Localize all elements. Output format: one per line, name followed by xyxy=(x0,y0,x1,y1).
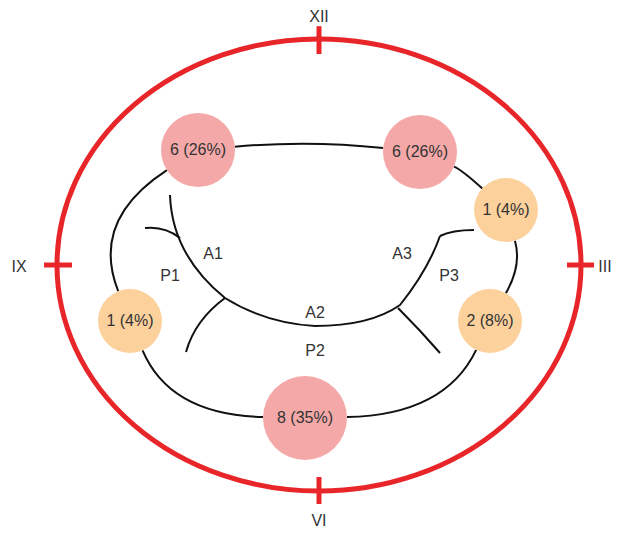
annulus-segment xyxy=(347,350,476,417)
clock-ring xyxy=(57,39,581,491)
count-text: 1 (4%) xyxy=(106,312,153,330)
scallop-line xyxy=(398,308,440,353)
count-text: 6 (26%) xyxy=(392,143,448,161)
annulus-segment xyxy=(454,167,482,189)
clock-label: III xyxy=(596,258,613,276)
scallop-label: P1 xyxy=(158,267,182,285)
count-circle: 6 (26%) xyxy=(161,113,235,187)
annulus-segment xyxy=(143,350,263,417)
count-circle: 6 (26%) xyxy=(383,115,457,189)
clock-tick xyxy=(317,477,322,504)
clock-tick xyxy=(44,263,72,268)
count-text: 8 (35%) xyxy=(277,409,333,427)
clock-label: IX xyxy=(9,258,28,276)
scallop-label: P3 xyxy=(437,267,461,285)
count-circle: 1 (4%) xyxy=(474,178,538,242)
scallop-line xyxy=(145,228,180,238)
count-circle: 8 (35%) xyxy=(263,376,347,460)
count-circle: 2 (8%) xyxy=(458,289,522,353)
scallop-label: A1 xyxy=(201,245,225,263)
annulus-segment xyxy=(235,144,383,148)
scallop-line xyxy=(186,298,225,352)
count-text: 2 (8%) xyxy=(466,312,513,330)
count-text: 1 (4%) xyxy=(482,201,529,219)
coaptation-line xyxy=(170,195,440,326)
scallop-line xyxy=(440,230,474,236)
clock-tick xyxy=(317,26,322,54)
scallop-label: A2 xyxy=(303,304,327,322)
count-text: 6 (26%) xyxy=(170,141,226,159)
scallop-label: A3 xyxy=(390,245,414,263)
clock-tick xyxy=(567,263,594,268)
scallop-label: P2 xyxy=(303,342,327,360)
annulus-segment xyxy=(506,241,517,293)
clock-label: VI xyxy=(309,512,328,530)
clock-label: XII xyxy=(307,8,331,26)
count-circle: 1 (4%) xyxy=(98,289,162,353)
